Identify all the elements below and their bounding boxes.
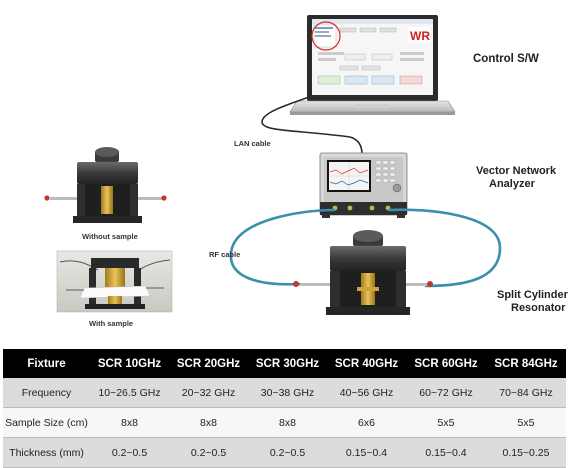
table-cell: 8x8 [248, 407, 327, 438]
rf-cable-left [229, 208, 336, 286]
header-scr-30ghz: SCR 30GHz [248, 349, 327, 378]
table-cell: 0.2~0.5 [90, 437, 169, 468]
row-label: Sample Size (cm) [3, 407, 90, 438]
table-row-frequency: Frequency 10~26.5 GHz 20~32 GHz 30~38 GH… [3, 378, 566, 408]
caption-with-sample: With sample [89, 319, 133, 328]
rf-cable-right [387, 208, 502, 288]
svg-text:WR: WR [410, 29, 430, 43]
table-row-sample-size: Sample Size (cm) 8x8 8x8 8x8 6x6 5x5 5x5 [3, 407, 566, 438]
label-rf-cable: RF cable [209, 250, 240, 259]
label-scr-line2: Resonator [511, 302, 566, 314]
lan-cable [261, 95, 363, 155]
row-label: Thickness (mm) [3, 437, 90, 468]
software-window: WR [311, 19, 433, 85]
table-cell: 0.2~0.5 [248, 437, 327, 468]
header-scr-84ghz: SCR 84GHz [486, 349, 566, 378]
table-cell: 60~72 GHz [406, 378, 486, 408]
header-scr-10ghz: SCR 10GHz [90, 349, 169, 378]
table-cell: 0.15~0.4 [327, 437, 406, 468]
table-cell: 30~38 GHz [248, 378, 327, 408]
table-cell: 8x8 [90, 407, 169, 438]
scr-specification-table: Fixture SCR 10GHz SCR 20GHz SCR 30GHz SC… [3, 349, 566, 468]
table-cell: 5x5 [486, 407, 566, 438]
table-header-row: Fixture SCR 10GHz SCR 20GHz SCR 30GHz SC… [3, 349, 566, 378]
table-cell: 70~84 GHz [486, 378, 566, 408]
split-cylinder-resonator [293, 230, 433, 315]
table-cell: 40~56 GHz [327, 378, 406, 408]
table-cell: 0.15~0.4 [406, 437, 486, 468]
header-scr-40ghz: SCR 40GHz [327, 349, 406, 378]
table-cell: 0.2~0.5 [169, 437, 248, 468]
table-cell: 20~32 GHz [169, 378, 248, 408]
header-scr-60ghz: SCR 60GHz [406, 349, 486, 378]
table-row-thickness: Thickness (mm) 0.2~0.5 0.2~0.5 0.2~0.5 0… [3, 437, 566, 468]
vector-network-analyzer [319, 152, 408, 218]
table-cell: 5x5 [406, 407, 486, 438]
label-scr-line1: Split Cylinder [497, 289, 569, 301]
setup-diagram: WR Control S/W LAN cable [44, 15, 569, 328]
caption-without-sample: Without sample [82, 232, 138, 241]
label-control-sw: Control S/W [473, 53, 539, 65]
header-scr-20ghz: SCR 20GHz [169, 349, 248, 378]
table-cell: 10~26.5 GHz [90, 378, 169, 408]
label-vna-line1: Vector Network [476, 165, 557, 177]
table-cell: 0.15~0.25 [486, 437, 566, 468]
fixture-with-sample-photo [56, 250, 173, 313]
header-fixture: Fixture [3, 349, 90, 378]
fixture-without-sample-photo [44, 147, 167, 223]
row-label: Frequency [3, 378, 90, 408]
software-logo: WR [408, 27, 430, 43]
table-cell: 6x6 [327, 407, 406, 438]
laptop-computer: WR [289, 15, 456, 115]
table-cell: 8x8 [169, 407, 248, 438]
label-vna-line2: Analyzer [489, 178, 536, 190]
label-lan-cable: LAN cable [234, 139, 271, 148]
